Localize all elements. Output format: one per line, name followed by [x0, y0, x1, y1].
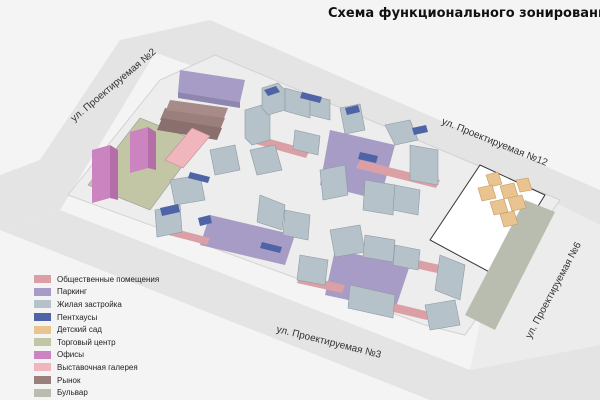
legend-swatch: [34, 313, 51, 322]
kindergarten: [477, 171, 533, 228]
legend-item: Детский сад: [34, 323, 159, 336]
exhibition-gallery: [164, 127, 211, 169]
legend-label: Жилая застройка: [57, 299, 122, 309]
offices: [92, 127, 156, 203]
legend-item: Рынок: [34, 374, 159, 387]
legend-swatch: [34, 388, 51, 397]
diagram-title: Схема функционального зонирования: [328, 6, 600, 21]
legend-label: Пентхаусы: [57, 312, 98, 322]
legend-swatch: [34, 287, 51, 296]
road-south: [0, 210, 600, 400]
legend-item: Жилая застройка: [34, 298, 159, 311]
legend-label: Рынок: [57, 375, 81, 385]
legend-label: Бульвар: [57, 388, 88, 398]
boulevard: [465, 200, 555, 330]
legend-item: Паркинг: [34, 286, 159, 299]
legend-label: Общественные помещения: [57, 274, 160, 284]
legend-item: Выставочная галерея: [34, 361, 159, 374]
legend-swatch: [34, 325, 51, 334]
legend-item: Офисы: [34, 349, 159, 362]
legend-swatch: [34, 376, 51, 385]
legend-item: Пентхаусы: [34, 311, 159, 324]
legend-label: Выставочная галерея: [57, 362, 138, 372]
legend-swatch: [34, 363, 51, 372]
legend-label: Офисы: [57, 350, 85, 360]
legend-label: Детский сад: [57, 325, 102, 335]
legend-item: Общественные помещения: [34, 273, 159, 286]
legend-item: Бульвар: [34, 386, 159, 399]
legend-item: Торговый центр: [34, 336, 159, 349]
legend-swatch: [34, 338, 51, 347]
legend-swatch: [34, 300, 51, 309]
road-west: [0, 40, 160, 230]
legend-swatch: [34, 350, 51, 359]
legend-label: Паркинг: [57, 287, 87, 297]
penthouses: [160, 86, 428, 253]
legend-label: Торговый центр: [57, 337, 116, 347]
legend-swatch: [34, 275, 51, 284]
